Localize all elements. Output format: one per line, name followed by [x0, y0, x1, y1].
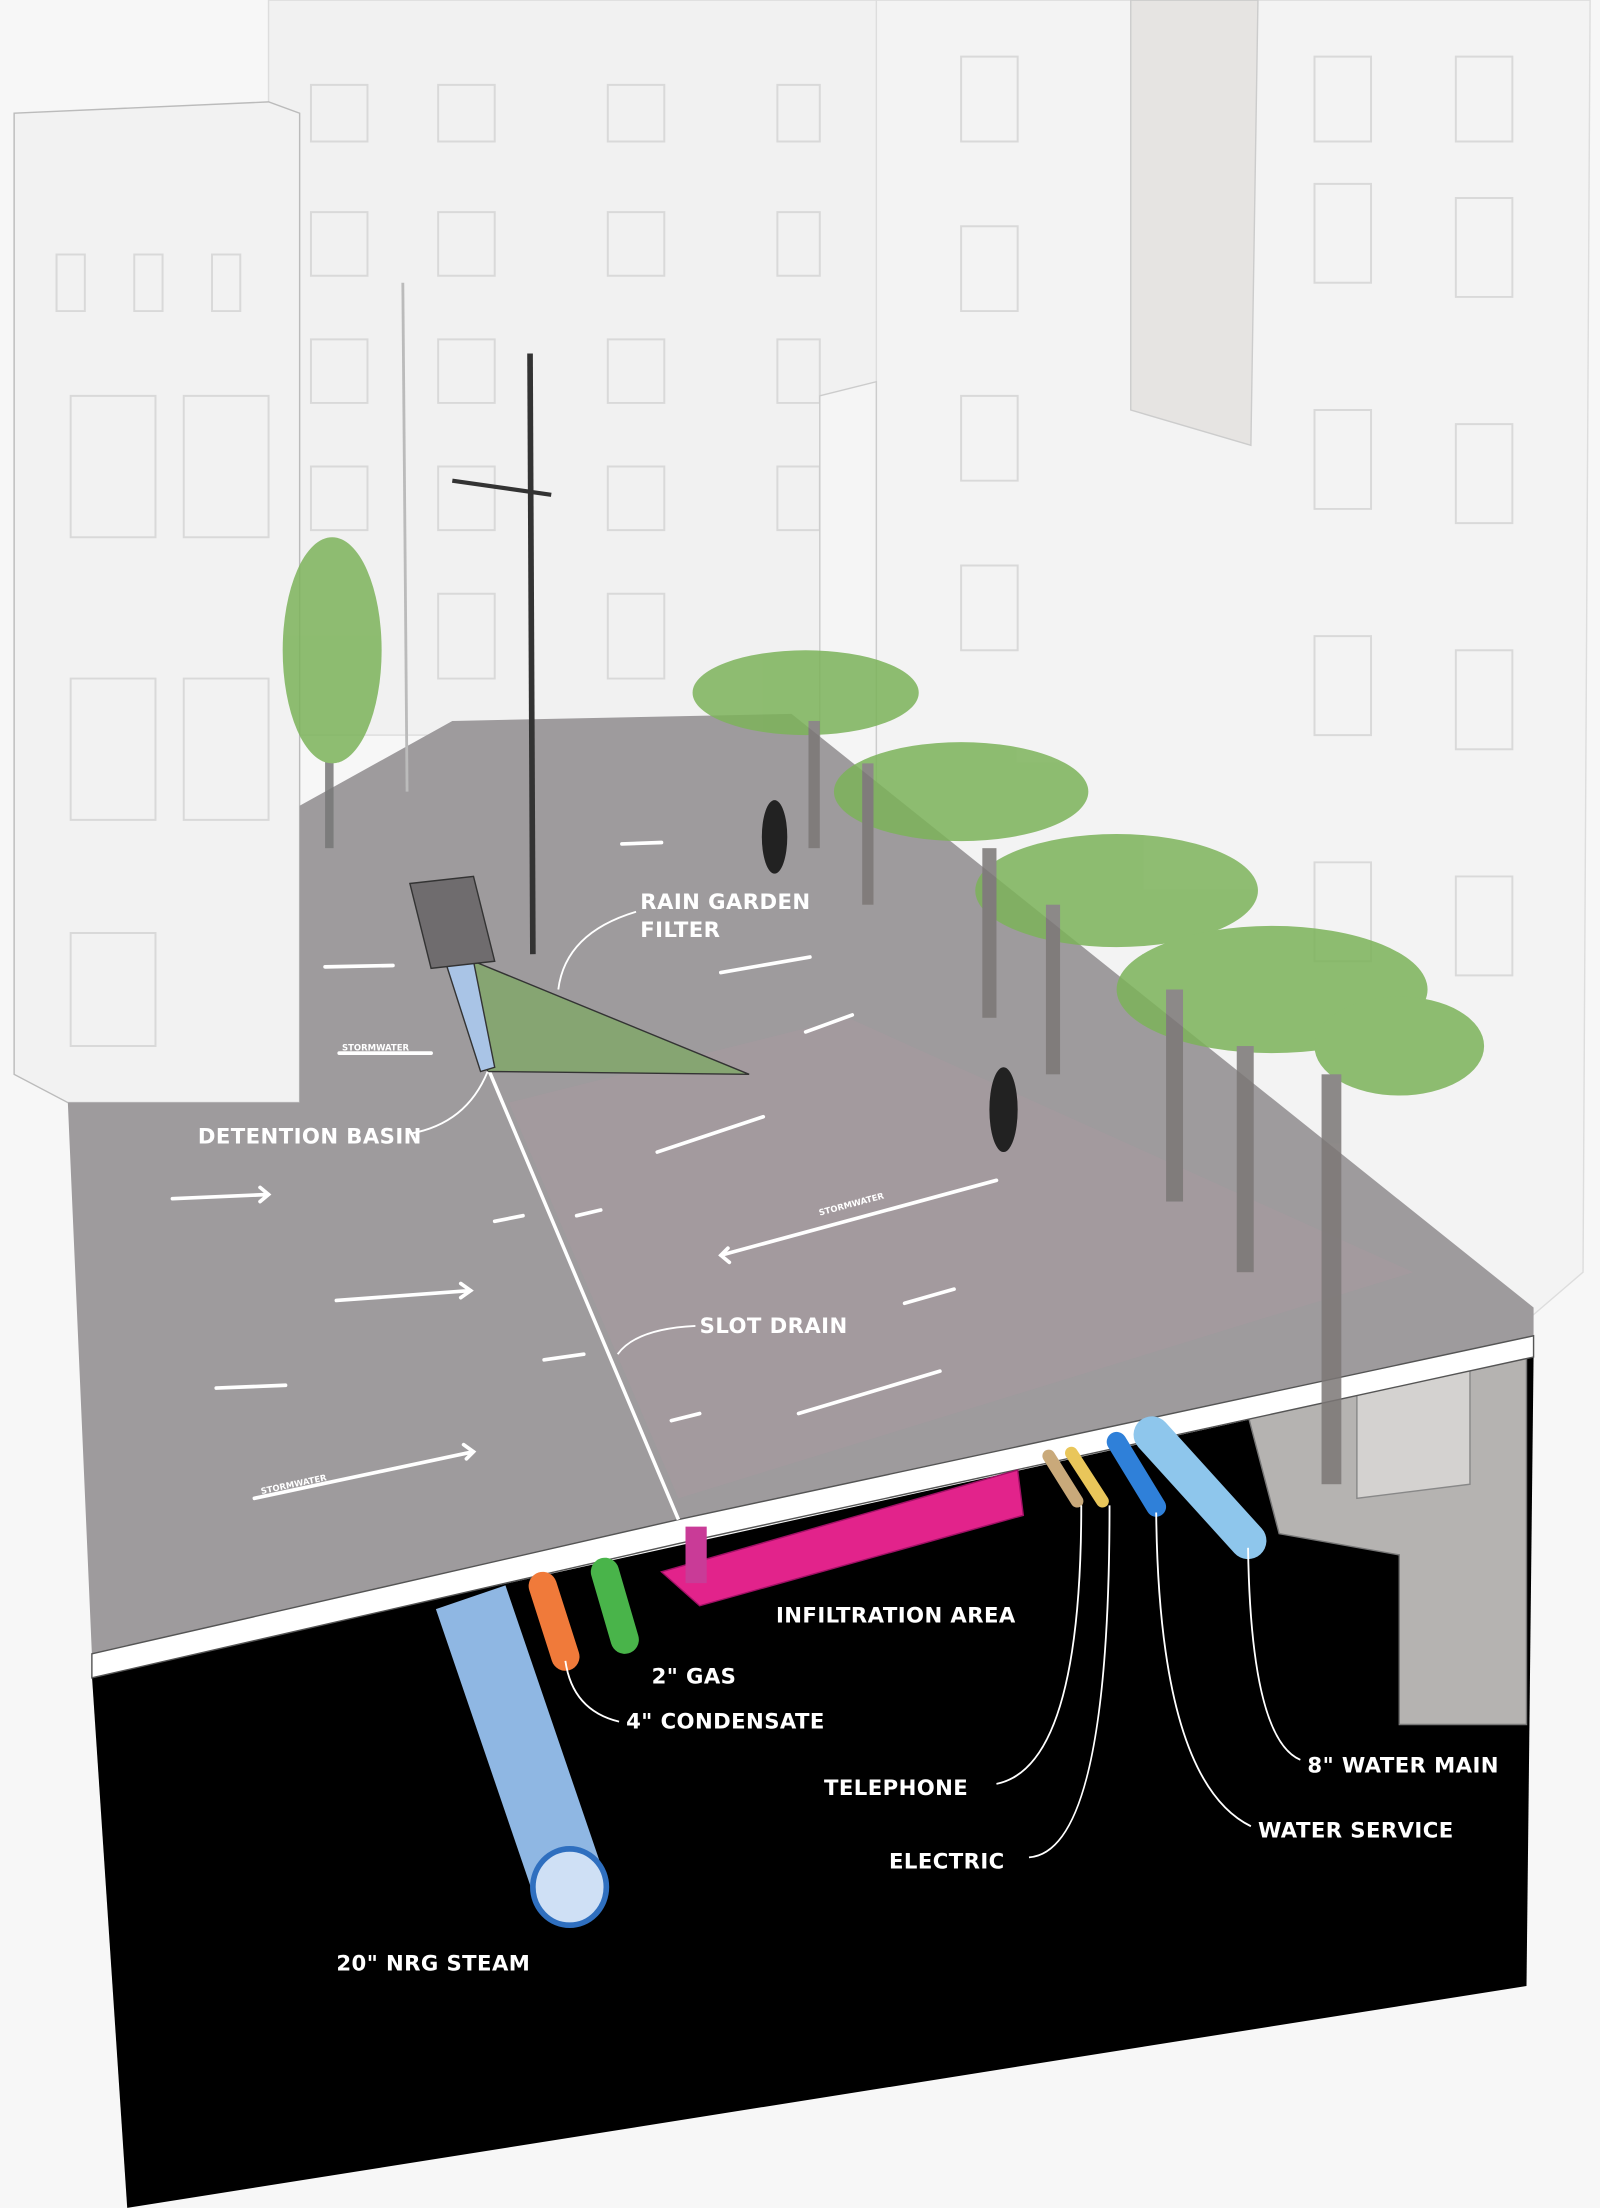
steam-pipe — [435, 1585, 605, 1899]
slot-drain-line — [486, 1066, 681, 1521]
electric-conduit — [1065, 1446, 1109, 1508]
stormwater-label: STORMWATER — [342, 1042, 409, 1052]
stormwater-arrows — [170, 840, 999, 1501]
label-rain-garden: RAIN GARDEN — [640, 889, 810, 914]
label-detention-basin: DETENTION BASIN — [198, 1124, 422, 1149]
label-condensate: 4" CONDENSATE — [626, 1709, 825, 1734]
condensate-pipe — [590, 1557, 639, 1654]
telephone-conduit — [1042, 1449, 1084, 1508]
water-main-pipe — [1133, 1416, 1267, 1560]
label-water-main: 8" WATER MAIN — [1307, 1753, 1499, 1778]
water-service-pipe — [1106, 1431, 1167, 1517]
plaza-edge — [91, 1334, 1535, 1679]
lamp-post — [527, 353, 536, 955]
gas-pipe — [528, 1571, 580, 1671]
pedestrian — [761, 800, 788, 874]
label-electric: ELECTRIC — [889, 1849, 1005, 1874]
leader-lines — [409, 910, 1301, 1859]
utility-pipes — [435, 1416, 1267, 1929]
infiltration-riser — [685, 1526, 707, 1584]
label-slot-drain: SLOT DRAIN — [700, 1313, 848, 1338]
lamp-arm — [451, 478, 552, 497]
infiltration-area — [660, 1469, 1025, 1607]
left-building — [13, 101, 301, 1104]
lamp-post-distant — [401, 282, 409, 792]
label-water-service: WATER SERVICE — [1258, 1818, 1454, 1843]
label-steam: 20" NRG STEAM — [336, 1950, 530, 1975]
steam-pipe-end — [530, 1846, 610, 1929]
underground-soil — [91, 1357, 1534, 2208]
label-infiltration-area: INFILTRATION AREA — [776, 1603, 1016, 1628]
trees — [282, 537, 1485, 1485]
label-gas: 2" GAS — [652, 1664, 737, 1689]
basin-channel — [409, 875, 496, 970]
label-rain-garden-filter: FILTER — [640, 917, 720, 942]
pedestrian — [989, 1067, 1018, 1153]
plaza-tinted-zone — [508, 1017, 1414, 1499]
label-telephone: TELEPHONE — [824, 1775, 968, 1800]
